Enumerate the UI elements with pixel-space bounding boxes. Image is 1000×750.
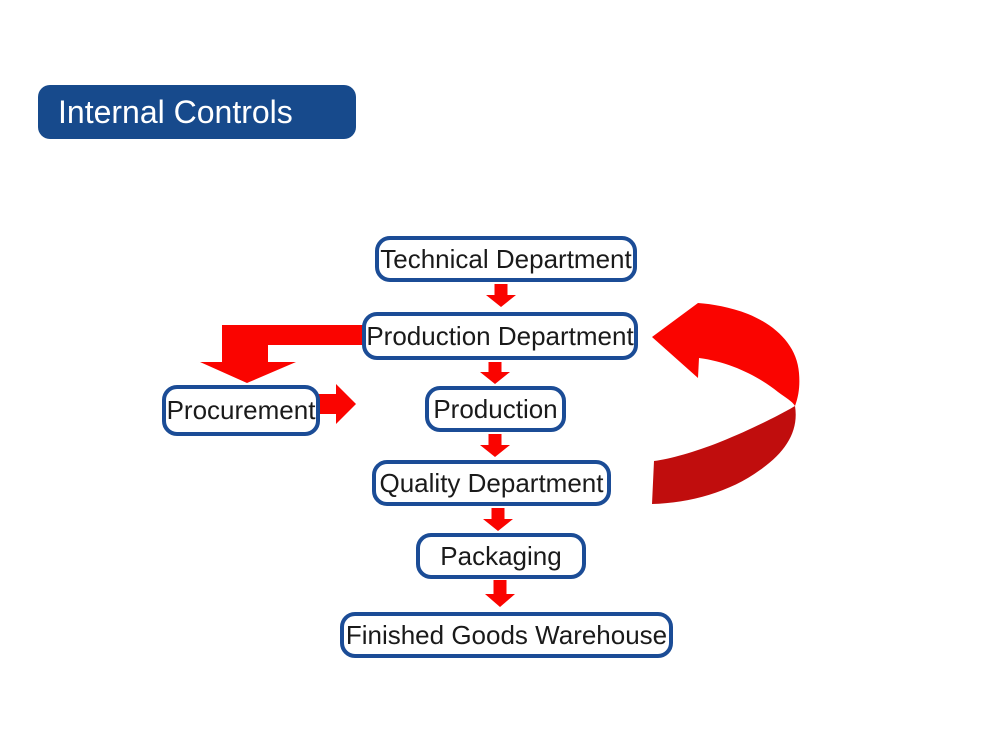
arrow-quality-to-packaging	[483, 508, 513, 531]
node-packaging: Packaging	[416, 533, 586, 579]
node-label: Packaging	[440, 540, 562, 571]
title-banner: Internal Controls	[38, 85, 356, 139]
node-procurement: Procurement	[162, 385, 320, 436]
arrow-feedback-curve-dark-ribbon	[652, 406, 796, 504]
node-technical-department: Technical Department	[375, 236, 637, 282]
arrow-feedback-curve-head-ribbon	[652, 303, 800, 406]
arrow-production-to-quality	[480, 434, 510, 457]
node-label: Production	[433, 393, 558, 424]
arrow-packaging-to-warehouse	[485, 580, 515, 607]
node-label: Quality Department	[379, 467, 604, 498]
node-production: Production	[425, 386, 566, 432]
page-title: Internal Controls	[58, 93, 293, 130]
arrow-production-dept-to-production	[480, 362, 510, 384]
arrow-feedback-curve	[652, 303, 800, 504]
node-label: Technical Department	[380, 243, 632, 274]
node-production-department: Production Department	[362, 312, 638, 360]
arrow-technical-to-production-dept	[486, 284, 516, 307]
node-label: Production Department	[366, 320, 634, 351]
node-quality-department: Quality Department	[372, 460, 611, 506]
node-finished-goods-warehouse: Finished Goods Warehouse	[340, 612, 673, 658]
arrow-production-dept-to-procurement	[200, 325, 363, 383]
node-label: Procurement	[166, 395, 316, 425]
node-label: Finished Goods Warehouse	[345, 619, 668, 650]
arrow-procurement-out	[318, 384, 356, 424]
